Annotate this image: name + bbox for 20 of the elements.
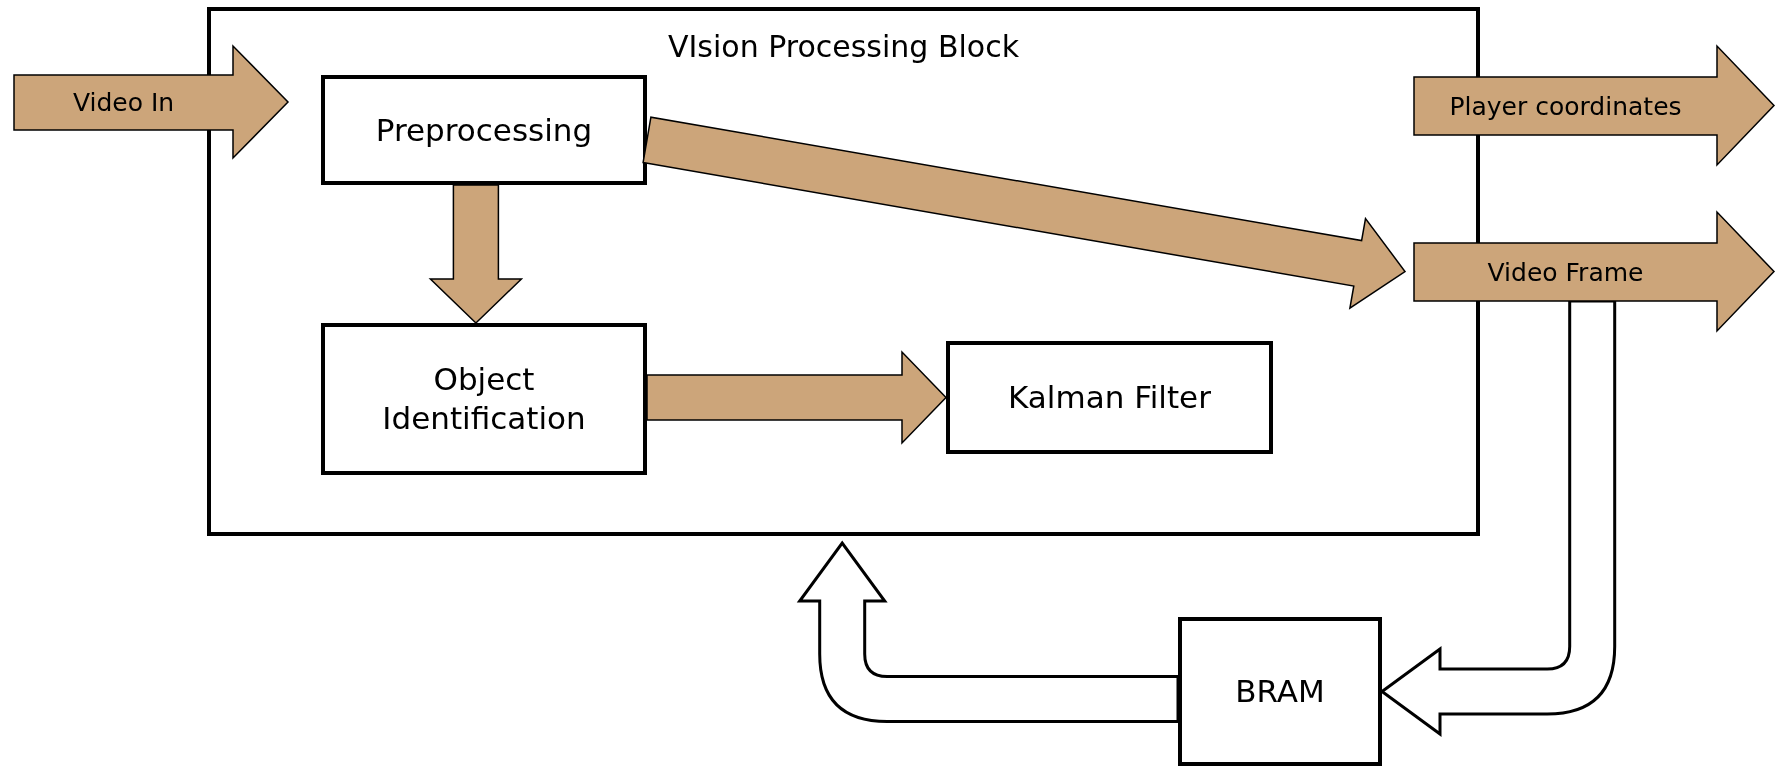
output-arrow [1414,46,1774,165]
fat-arrow [428,184,524,325]
node-label: Preprocessing [374,110,594,150]
process-box [321,323,647,475]
process-box [321,75,647,185]
block-title: VIsion Processing Block [666,29,1021,64]
fat-arrow [646,350,948,445]
hollow-arrow [798,541,1180,723]
hollow-arrow [1380,299,1617,736]
fat-arrow [642,116,1407,310]
memory-box [1178,617,1382,766]
input-arrow [14,46,288,158]
arrow-label: Video In [71,87,176,119]
node-label: Kalman Filter [1007,378,1212,417]
arrow-label: Video Frame [1486,256,1645,289]
arrow-label: Player coordinates [1448,90,1683,123]
process-box [946,341,1273,454]
output-arrow [1414,212,1774,331]
node-label: Object Identification [381,360,587,438]
node-label: BRAM [1234,672,1326,711]
